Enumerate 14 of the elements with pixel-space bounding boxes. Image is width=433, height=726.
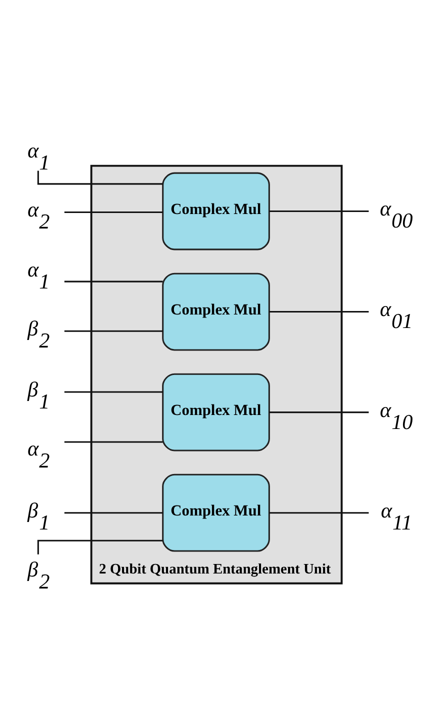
node-box: Complex Mul <box>162 172 270 250</box>
connector <box>64 440 163 442</box>
connector <box>269 310 369 312</box>
connector <box>269 512 369 514</box>
connector <box>269 411 369 413</box>
node-box: Complex Mul <box>162 372 270 451</box>
connector <box>269 210 369 212</box>
node-box: Complex Mul <box>162 473 270 552</box>
connector <box>64 280 163 282</box>
connector <box>64 210 163 212</box>
connector <box>64 330 163 332</box>
connector <box>64 512 163 514</box>
node-box: Complex Mul <box>162 272 270 350</box>
connector <box>64 390 163 392</box>
